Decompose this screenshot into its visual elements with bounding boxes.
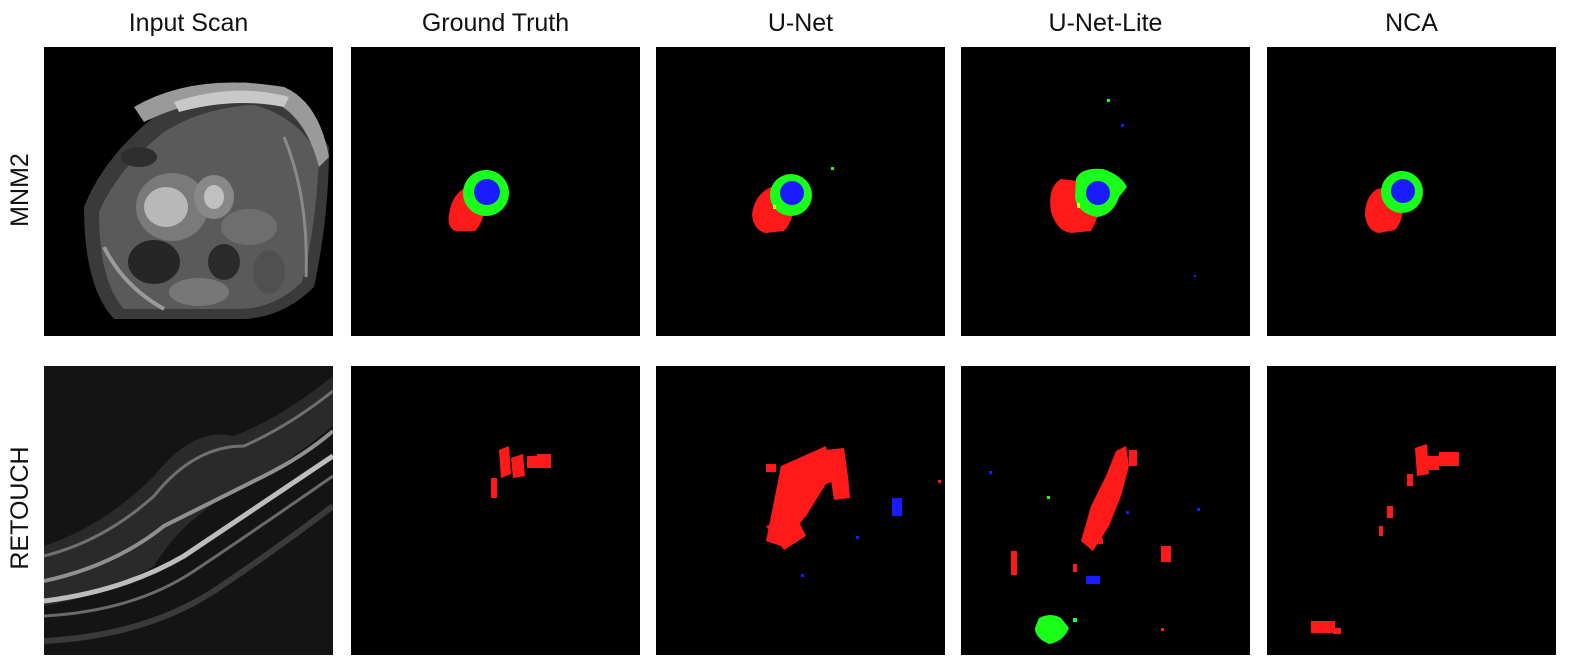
column-title-input-scan: Input Scan <box>128 9 249 37</box>
retouch-input-scan-image <box>44 366 333 655</box>
mnm2-unet-prediction <box>656 47 945 336</box>
row-title-mnm2: MNM2 <box>6 153 34 227</box>
column-title-unet: U-Net <box>767 9 834 37</box>
retouch-nca-prediction <box>1267 366 1556 655</box>
mnm2-unet-lite-prediction <box>961 47 1250 336</box>
column-title-unet-lite: U-Net-Lite <box>1048 9 1163 37</box>
column-title-nca: NCA <box>1385 9 1438 37</box>
retouch-unet-lite-prediction <box>961 366 1250 655</box>
mnm2-nca-prediction <box>1267 47 1556 336</box>
column-title-ground-truth: Ground Truth <box>421 9 570 37</box>
retouch-ground-truth-mask <box>351 366 640 655</box>
mnm2-input-scan-image <box>44 47 333 336</box>
retouch-unet-prediction <box>656 366 945 655</box>
row-title-retouch: RETOUCH <box>6 446 34 570</box>
mnm2-ground-truth-mask <box>351 47 640 336</box>
